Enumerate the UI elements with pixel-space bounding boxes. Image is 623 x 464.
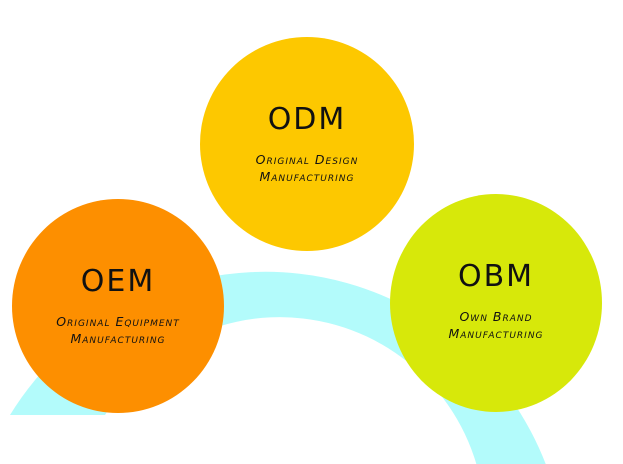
obm-full-name: Own Brand Manufacturing — [448, 309, 544, 341]
oem-circle: OEM Original Equipment Manufacturing — [12, 199, 224, 413]
obm-abbreviation: OBM — [457, 259, 535, 294]
oem-abbreviation: OEM — [80, 264, 156, 299]
obm-circle: OBM Own Brand Manufacturing — [390, 194, 602, 412]
odm-full-name: Original Design Manufacturing — [255, 152, 359, 184]
oem-full-name: Original Equipment Manufacturing — [56, 314, 180, 346]
odm-abbreviation: ODM — [267, 102, 347, 137]
odm-circle: ODM Original Design Manufacturing — [200, 37, 414, 251]
